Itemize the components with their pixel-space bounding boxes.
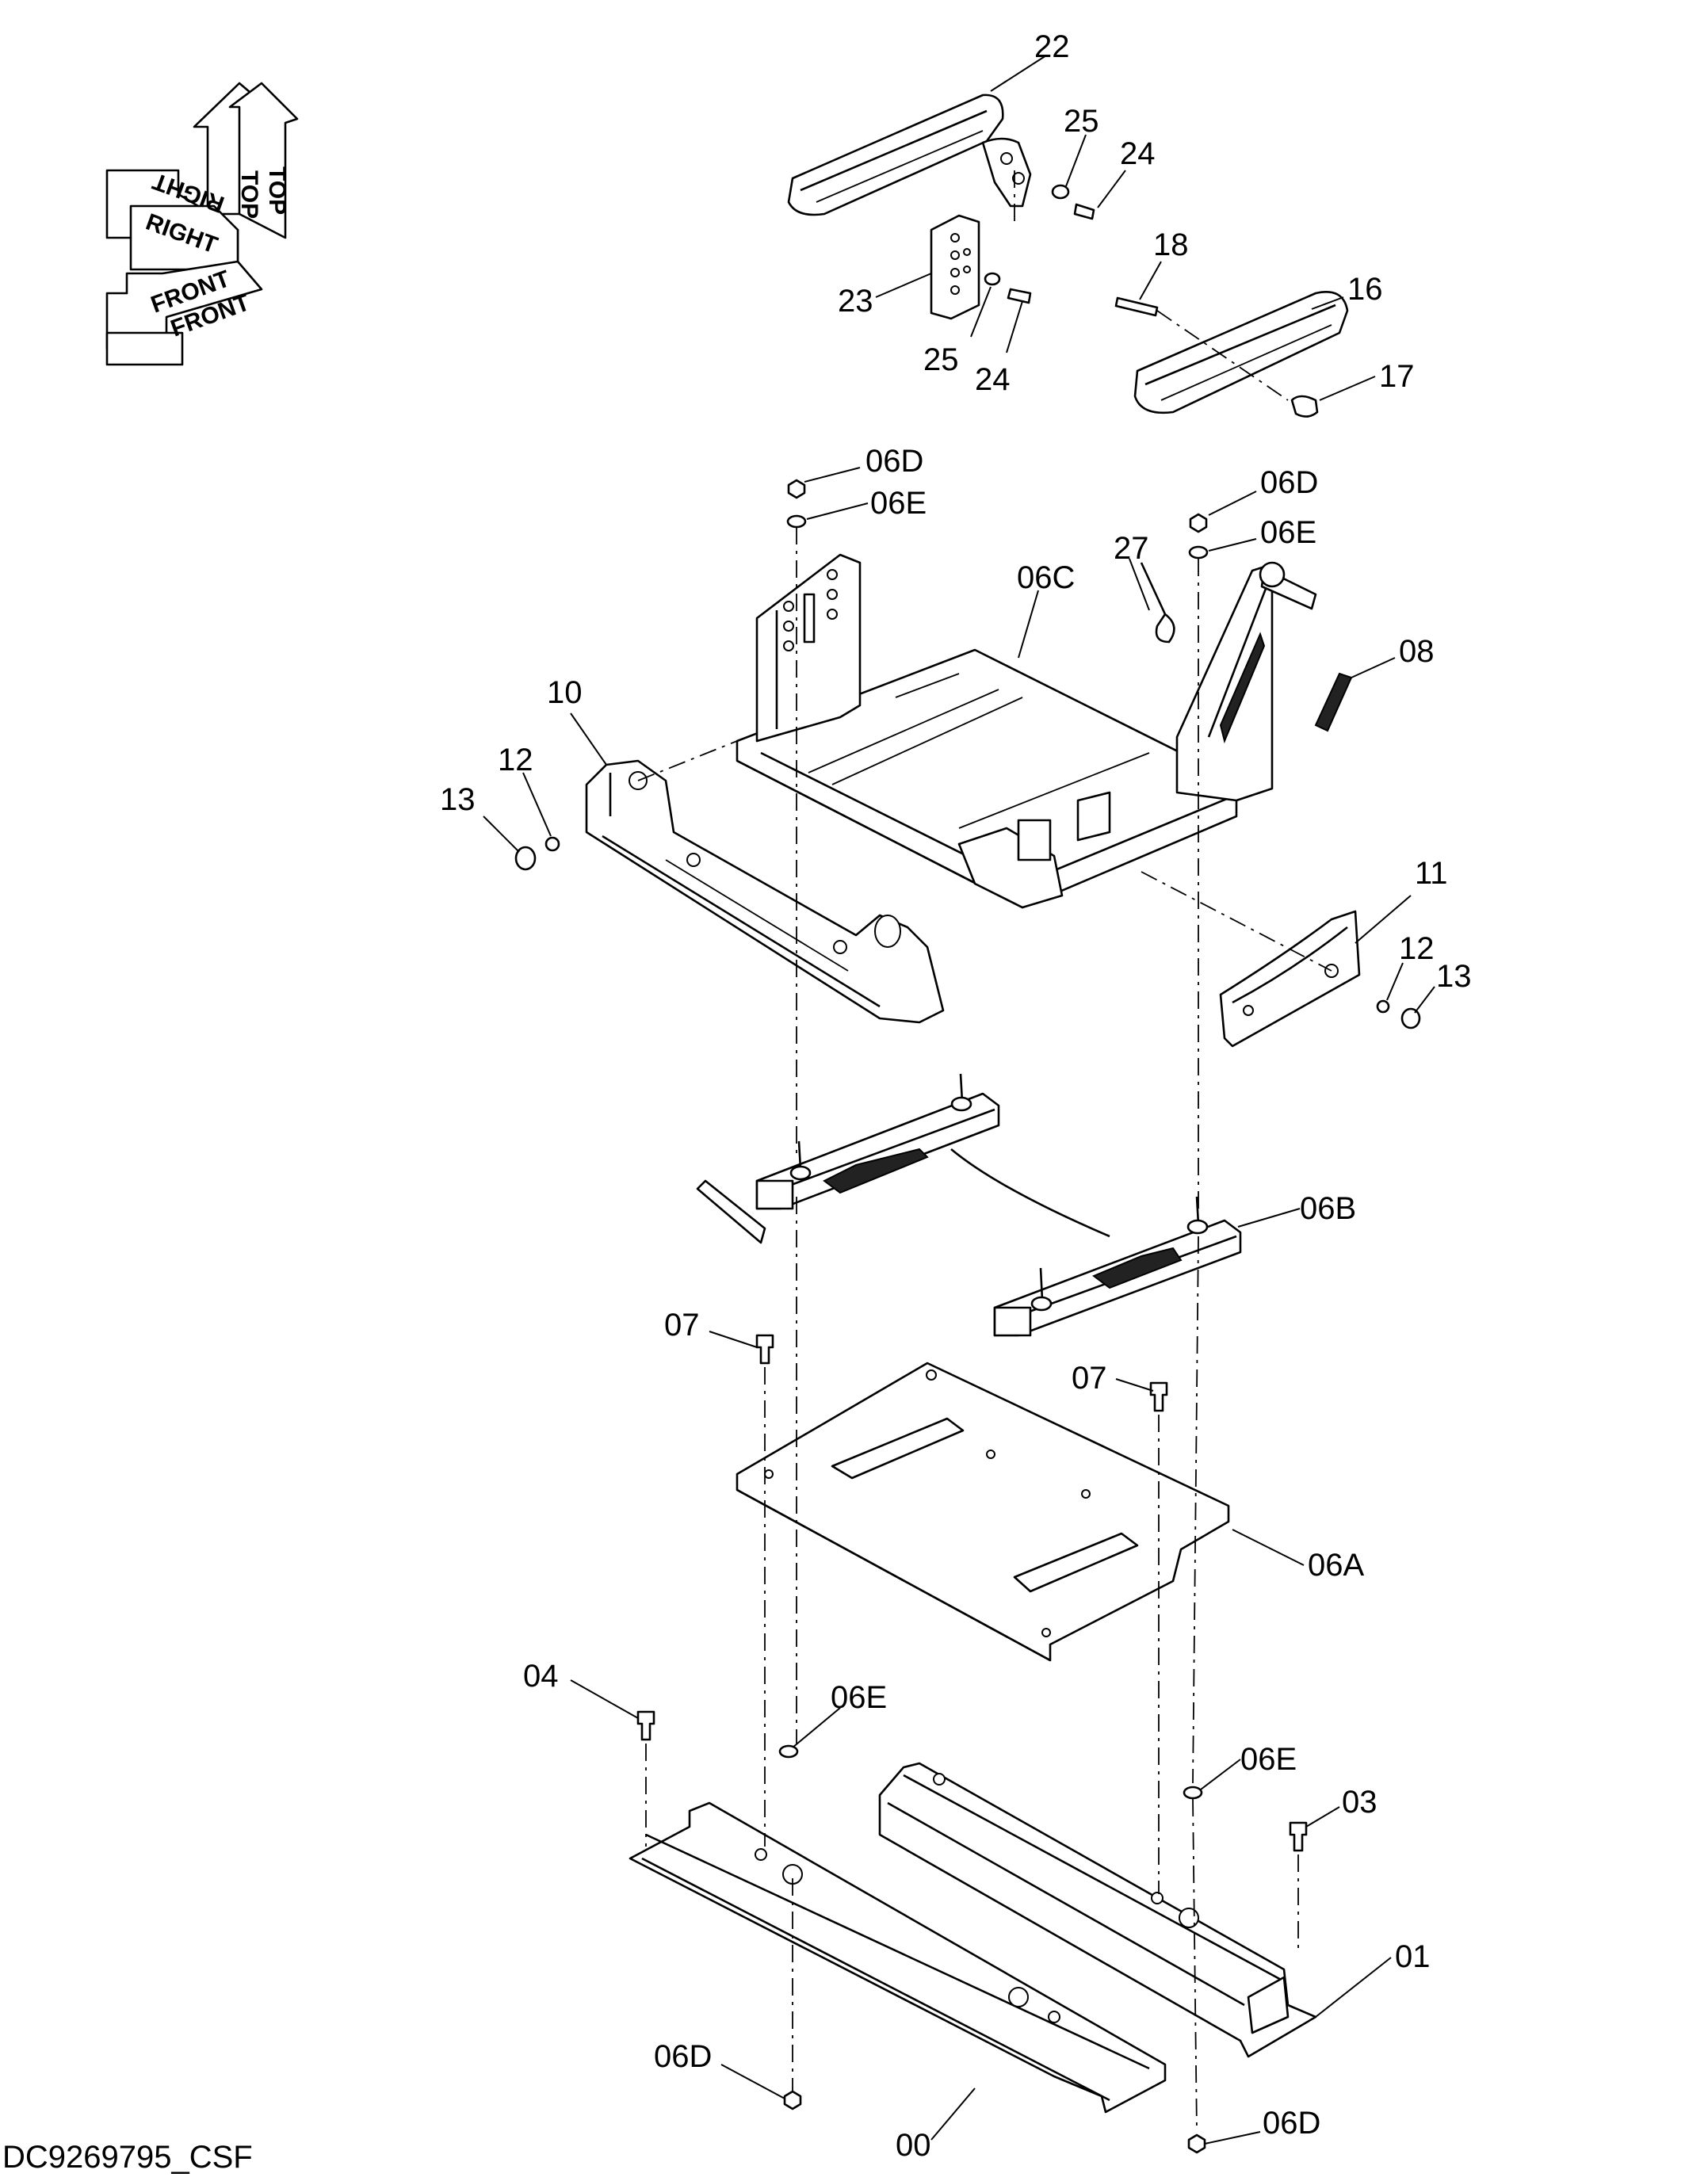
callout-12-left: 12 [498,743,533,777]
washer-06E-b [1188,545,1209,560]
callout-12-right: 12 [1399,931,1435,966]
callout-23: 23 [838,284,873,319]
bolt-04 [636,1710,655,1741]
nut-06D-a [787,479,806,499]
bolt-12-left [544,836,560,852]
callout-16: 16 [1347,272,1383,307]
cap-13-right [1400,1007,1421,1029]
washer-06E-a [786,514,807,529]
release-cable [950,1148,1110,1238]
callout-06E-a: 06E [870,486,927,521]
callout-06E-d: 06E [1240,1742,1297,1777]
pin-18 [1114,296,1159,317]
washer-25-lower [984,272,1001,286]
nut-06D-d [1187,2133,1206,2154]
washer-06E-d [1183,1786,1203,1800]
orientation-indicator: TOP TOP RIGHT RIGHT FRONT FRONT [105,82,299,366]
callout-10: 10 [547,675,583,710]
slide-rail-left [696,1073,1000,1244]
leader-lines [483,55,1435,2145]
callout-25-upper: 25 [1064,104,1099,139]
bolt-03 [1289,1821,1308,1852]
callout-18: 18 [1153,227,1189,262]
nut-06D-c [783,2090,802,2110]
spacer-17 [1290,395,1319,418]
side-rail-10 [585,759,945,1024]
bolt-12-right [1376,999,1390,1014]
callout-06E-c: 06E [831,1680,887,1715]
bolt-24-upper [1073,203,1095,220]
callout-17: 17 [1379,359,1415,394]
callout-01: 01 [1395,1939,1431,1974]
bolt-07-a [755,1334,774,1365]
orient-label-top-2: TOP [264,166,290,215]
bottom-rail-01 [878,1762,1317,2058]
washer-25-upper [1051,184,1070,200]
armrest-22 [787,94,1032,216]
bolt-24-lower [1007,288,1032,304]
callout-00: 00 [896,2128,931,2163]
callout-06E-b: 06E [1260,515,1316,550]
callout-27: 27 [1114,531,1149,566]
callout-06D-d: 06D [1263,2106,1320,2141]
side-rail-11 [1219,910,1361,1048]
callout-06D-c: 06D [654,2039,712,2074]
armrest-16 [1133,291,1349,414]
seat-frame-06C [736,553,1317,909]
callout-13-right: 13 [1436,959,1472,994]
callout-07-a: 07 [664,1308,700,1343]
orient-label-top-1: TOP [236,170,262,219]
bolt-07-b [1149,1381,1168,1412]
callout-24-upper: 24 [1120,136,1156,171]
bottom-rail-00 [629,1801,1167,2114]
assembly-lines [645,527,1299,2133]
callout-03: 03 [1342,1785,1377,1820]
callout-13-left: 13 [440,782,476,817]
callout-07-b: 07 [1072,1361,1107,1396]
callout-11: 11 [1415,856,1448,891]
callout-06A: 06A [1308,1548,1364,1583]
callout-08: 08 [1399,634,1435,669]
callout-06D-a: 06D [865,444,923,479]
slide-rail-right [993,1196,1242,1337]
callout-25-lower: 25 [923,342,959,377]
clip-27 [1140,562,1175,644]
callout-06C: 06C [1017,560,1075,595]
callout-06B: 06B [1300,1191,1356,1226]
callout-labels: 22 25 24 23 25 24 18 16 17 06D 06E 06D 0… [440,29,1472,2163]
callout-04: 04 [523,1659,559,1694]
base-plate-06A [736,1362,1230,1662]
document-id: DC9269795_CSF [2,2140,253,2175]
washer-06E-c [778,1744,799,1759]
bracket-plate-23 [930,214,980,320]
nut-06D-b [1189,513,1208,533]
callout-22: 22 [1034,29,1070,64]
cap-13-left [514,846,537,871]
pin-08 [1314,672,1353,732]
callout-06D-b: 06D [1260,465,1318,500]
callout-24-lower: 24 [975,362,1011,397]
